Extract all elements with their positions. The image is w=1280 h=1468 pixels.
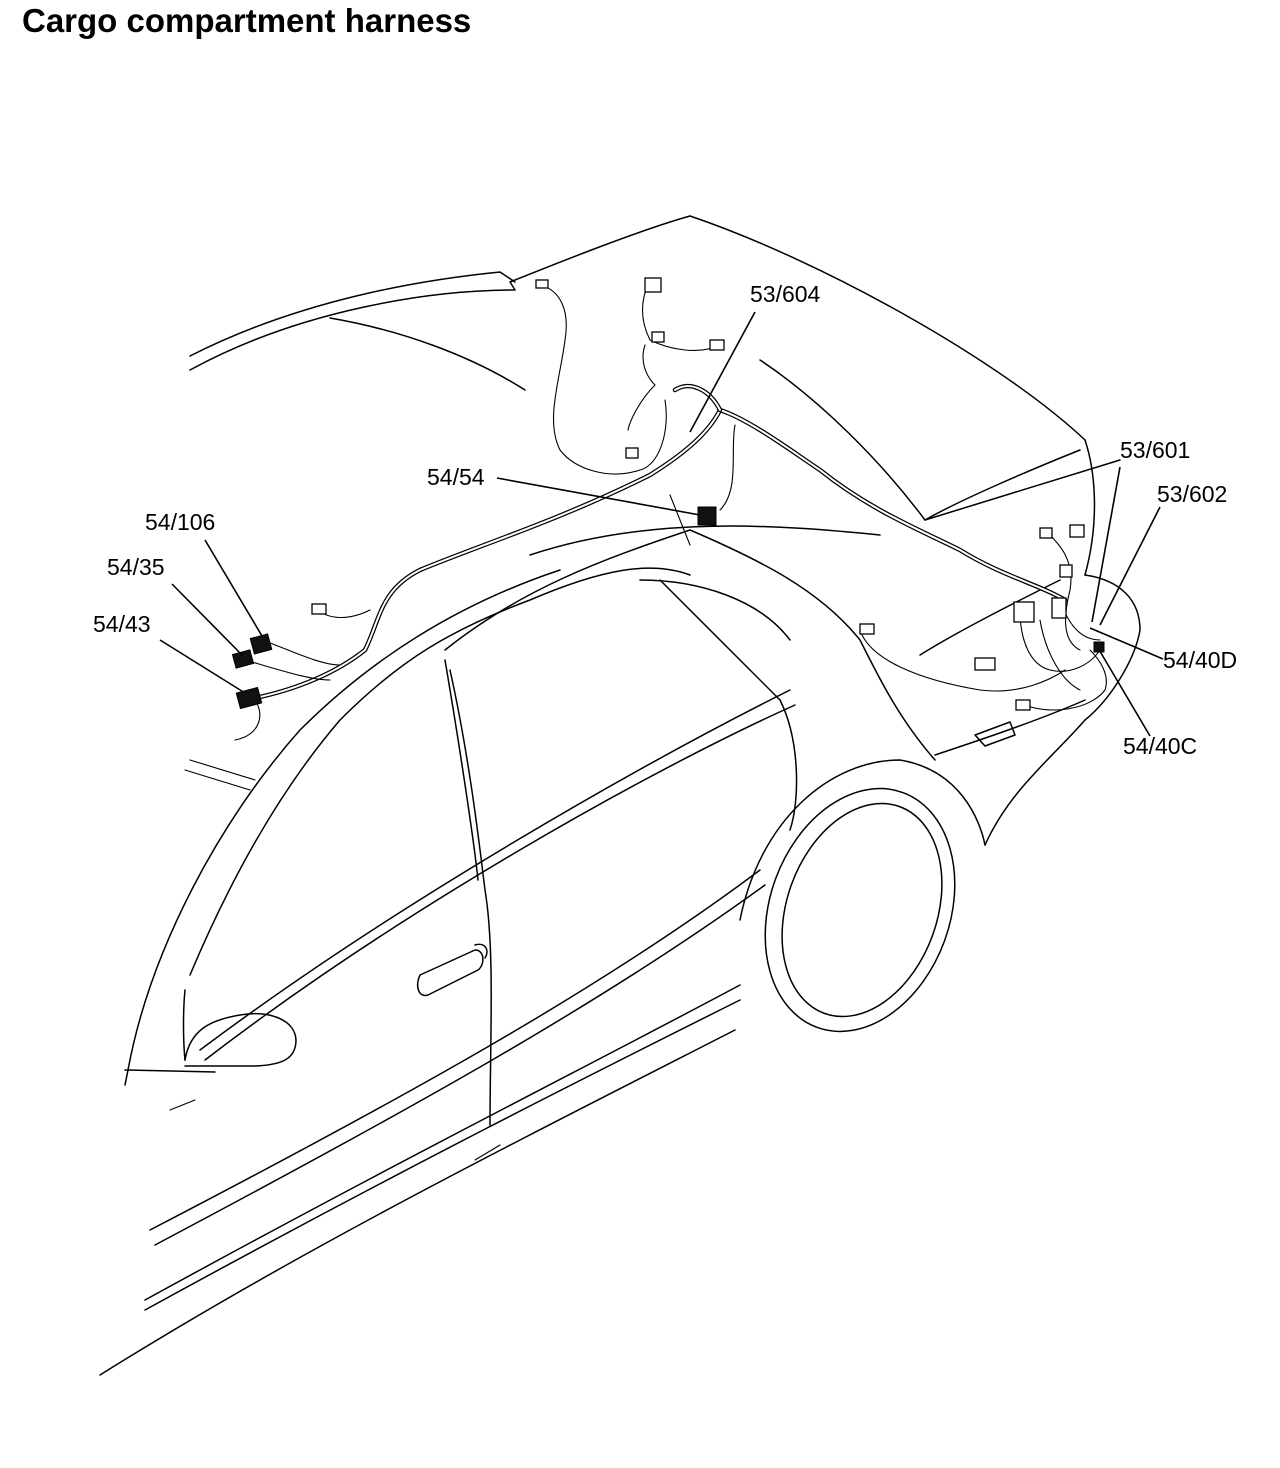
label-54-43: 54/43 xyxy=(93,611,151,637)
label-54-40d: 54/40D xyxy=(1163,647,1237,673)
connector-white xyxy=(1039,527,1053,539)
connector-white xyxy=(1051,597,1067,619)
leader-lines xyxy=(159,311,1164,737)
connector-white xyxy=(974,657,996,671)
label-53-602: 53/602 xyxy=(1157,481,1227,507)
label-54-35: 54/35 xyxy=(107,554,165,580)
connectors xyxy=(231,277,1105,711)
car-body-outline xyxy=(99,215,1141,1376)
page-title: Cargo compartment harness xyxy=(22,2,472,39)
label-53-604: 53/604 xyxy=(750,281,821,307)
connector-54-40c xyxy=(1093,641,1105,653)
label-54-54: 54/54 xyxy=(427,464,485,490)
labels: 53/604 54/54 54/106 54/35 54/43 53/601 5… xyxy=(93,281,1237,759)
connector-white xyxy=(651,331,665,343)
label-54-40c: 54/40C xyxy=(1123,733,1197,759)
label-53-601: 53/601 xyxy=(1120,437,1190,463)
connector-54-43 xyxy=(235,686,263,710)
connector-white xyxy=(1013,601,1035,623)
connector-54-35 xyxy=(231,649,255,669)
connector-white xyxy=(311,603,327,615)
connector-white xyxy=(1059,564,1073,578)
label-54-106: 54/106 xyxy=(145,509,215,535)
connector-white xyxy=(625,447,639,459)
connector-white xyxy=(644,277,662,293)
connector-54-54 xyxy=(697,506,717,526)
connector-54-106 xyxy=(249,633,273,655)
connector-white xyxy=(535,279,549,289)
connector-white xyxy=(709,339,725,351)
connector-white xyxy=(859,623,875,635)
connector-white xyxy=(1069,524,1085,538)
connector-white xyxy=(1015,699,1031,711)
